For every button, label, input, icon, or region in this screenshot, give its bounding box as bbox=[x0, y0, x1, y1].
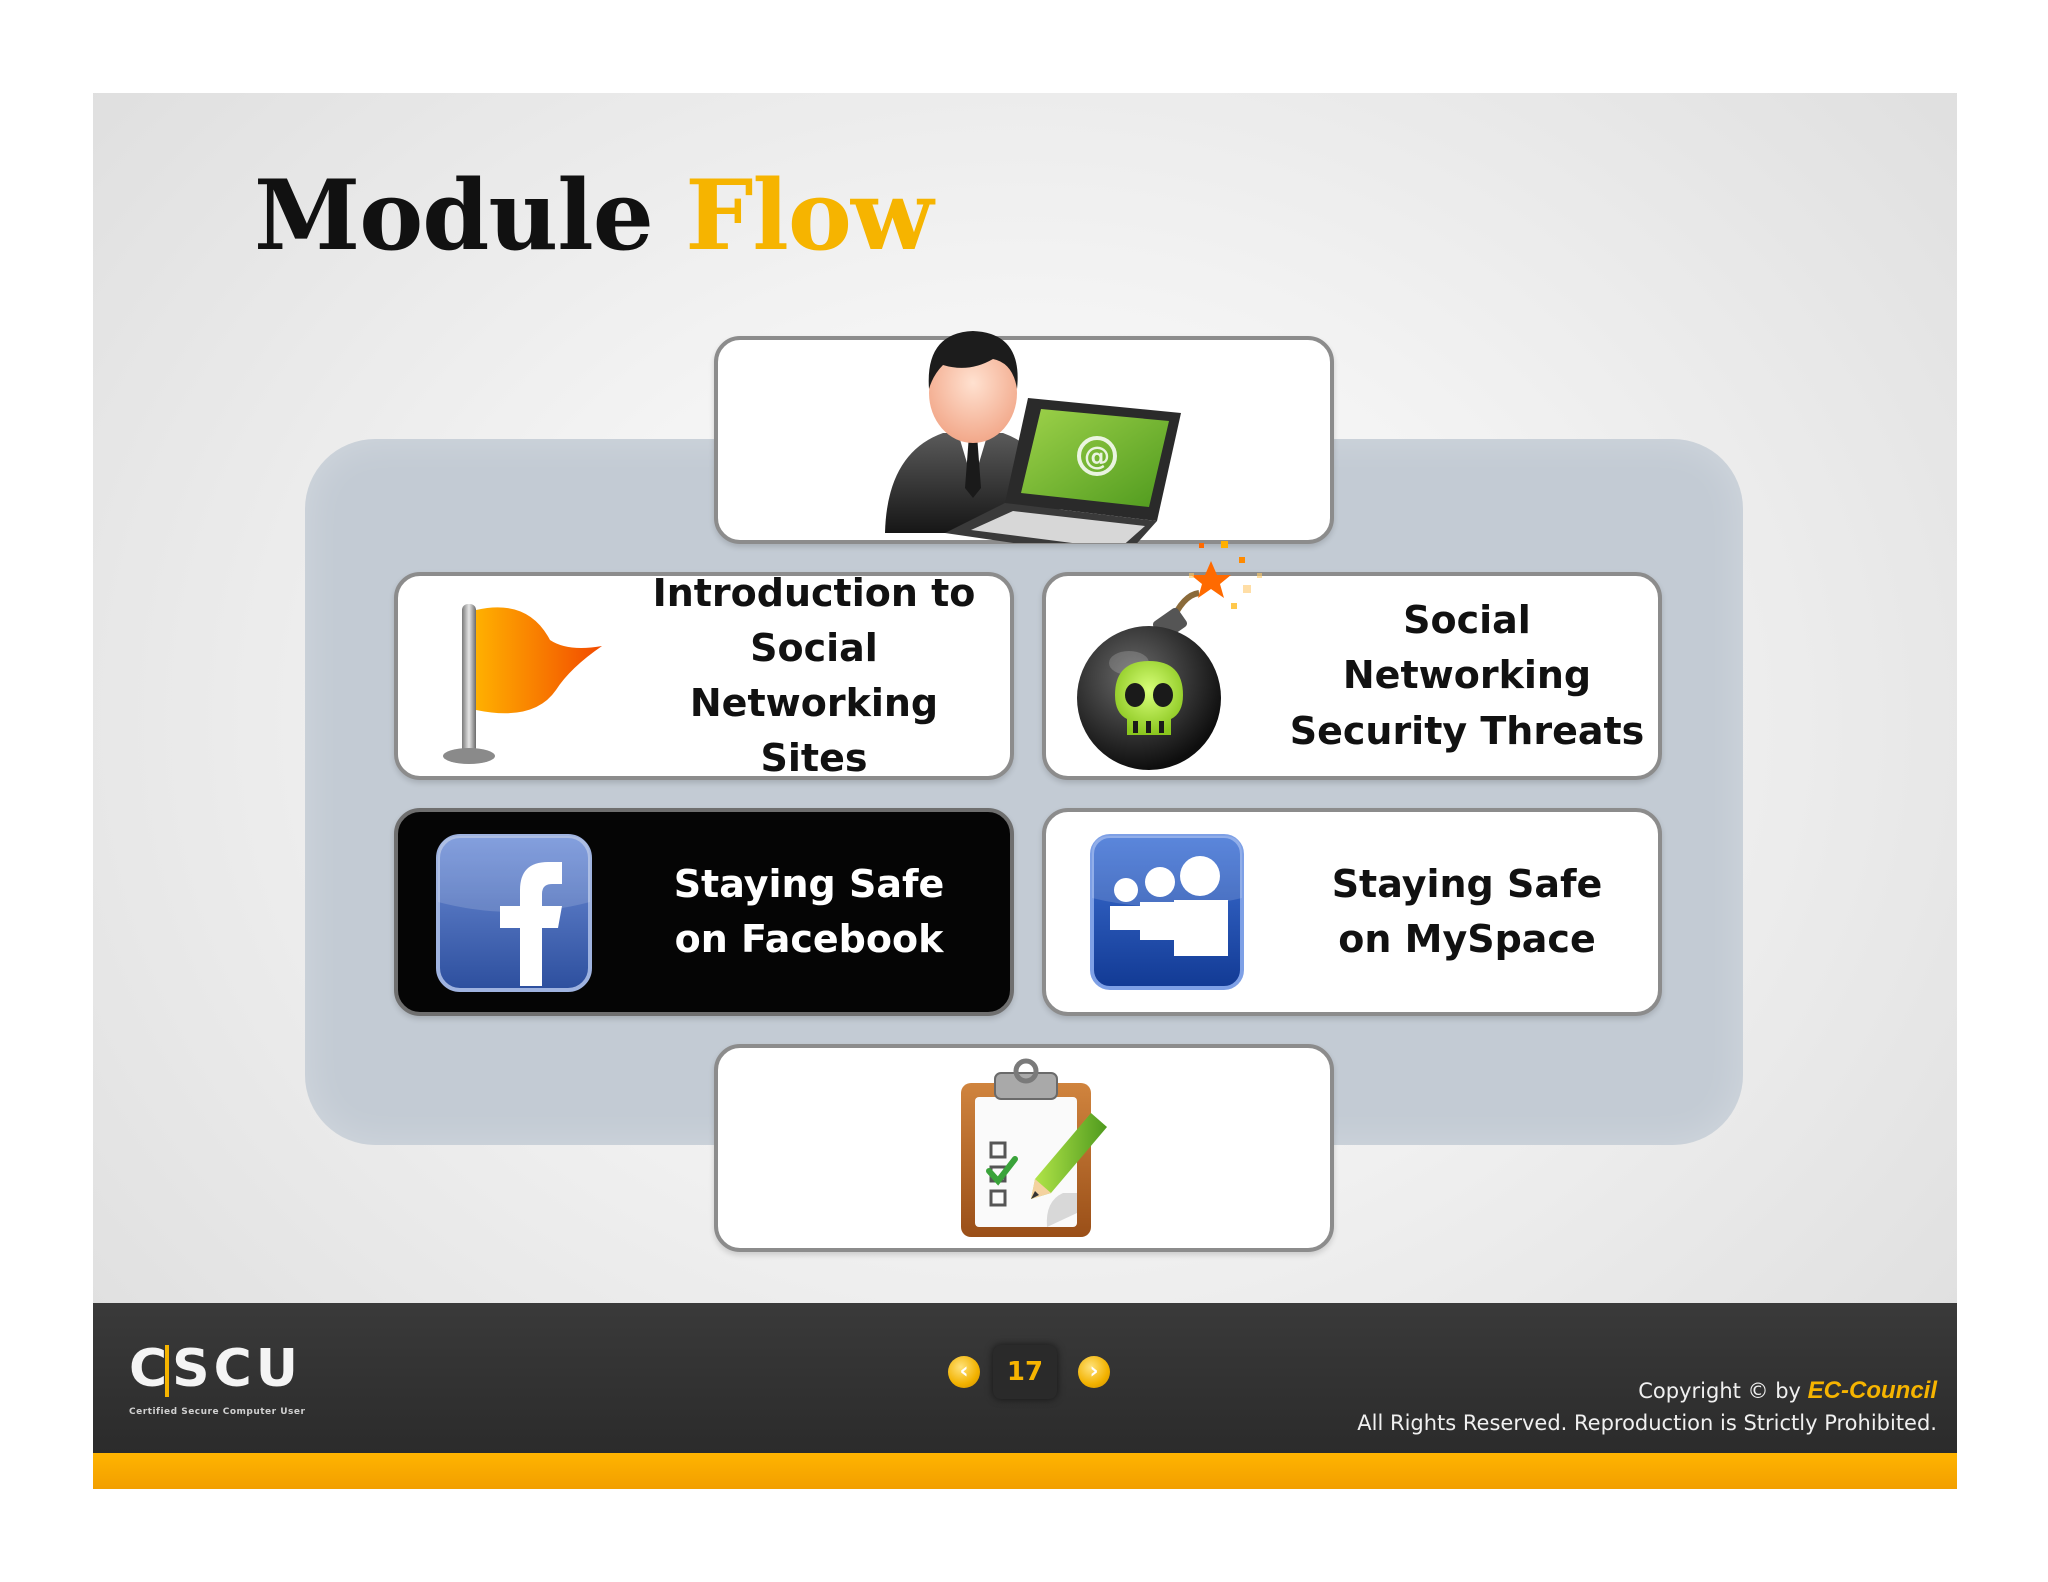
module-label-facebook: Staying Safe on Facebook bbox=[673, 861, 945, 961]
slide-title: Module Flow bbox=[254, 168, 933, 264]
rights-text: All Rights Reserved. Reproduction is Str… bbox=[1357, 1411, 1937, 1435]
copyright-prefix: Copyright © by bbox=[1638, 1379, 1801, 1403]
chevron-right-icon: › bbox=[1089, 1359, 1099, 1384]
brand-name: EC-Council bbox=[1807, 1377, 1937, 1404]
myspace-icon bbox=[1090, 834, 1244, 990]
slide: Module Flow @ bbox=[93, 93, 1957, 1489]
logo-subtitle: Certified Secure Computer User bbox=[129, 1407, 306, 1417]
module-label-introduction: Introduction to Social Networking Sites bbox=[652, 570, 976, 781]
prev-page-button[interactable]: ‹ bbox=[948, 1356, 980, 1388]
bomb-skull-icon bbox=[1077, 541, 1262, 770]
logo-text: CSCU bbox=[129, 1339, 302, 1399]
card-myspace[interactable]: Staying Safe on MySpace bbox=[1042, 808, 1662, 1016]
next-page-button[interactable]: › bbox=[1078, 1356, 1110, 1388]
chevron-left-icon: ‹ bbox=[959, 1359, 969, 1384]
facebook-icon bbox=[436, 834, 592, 992]
module-label-myspace: Staying Safe on MySpace bbox=[1331, 861, 1603, 961]
user-laptop-icon: @ bbox=[885, 331, 1181, 543]
card-security-threats[interactable]: Social Networking Security Threats bbox=[1042, 572, 1662, 780]
cscu-logo: CSCU Certified Secure Computer User bbox=[129, 1339, 306, 1423]
pager: ‹ 17 › bbox=[938, 1345, 1138, 1401]
title-word-flow: Flow bbox=[685, 159, 933, 272]
logo-separator bbox=[165, 1345, 169, 1397]
module-label-security-threats: Social Networking Security Threats bbox=[1289, 598, 1645, 753]
copyright-notice: Copyright © by EC-Council All Rights Res… bbox=[1357, 1375, 1937, 1439]
card-introduction[interactable]: Introduction to Social Networking Sites bbox=[394, 570, 1014, 781]
footer-accent-bar bbox=[93, 1453, 1957, 1489]
footer: CSCU Certified Secure Computer User ‹ 17… bbox=[93, 1303, 1957, 1453]
svg-text:@: @ bbox=[1084, 442, 1110, 472]
title-word-module: Module bbox=[254, 159, 654, 272]
module-flow-panel bbox=[305, 439, 1743, 1145]
page-number: 17 bbox=[993, 1345, 1057, 1399]
card-facebook[interactable]: Staying Safe on Facebook bbox=[394, 808, 1014, 1016]
clipboard-checklist-icon bbox=[961, 1058, 1107, 1237]
flag-icon bbox=[443, 604, 602, 764]
